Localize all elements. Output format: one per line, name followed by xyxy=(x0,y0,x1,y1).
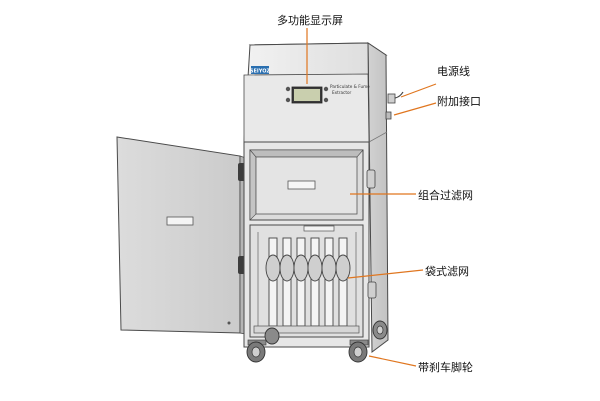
label-aux-port: 附加接口 xyxy=(437,95,481,108)
product-name-line1: Particulate & Fume xyxy=(330,84,370,89)
lcd-screen xyxy=(294,89,320,101)
power-cord-connector xyxy=(387,91,404,104)
panel-button-icon xyxy=(323,86,329,92)
panel-button-icon xyxy=(285,86,291,92)
aux-port-connector xyxy=(385,111,392,120)
label-multifunction-display: 多功能显示屏 xyxy=(277,14,343,27)
brand-badge xyxy=(251,66,269,74)
label-brake-caster: 带刹车脚轮 xyxy=(418,361,473,374)
filter-bags xyxy=(265,237,351,327)
side-latch xyxy=(367,281,377,299)
leader-lines xyxy=(306,28,437,367)
drawer-handle xyxy=(287,180,316,190)
panel-button-icon xyxy=(285,97,291,103)
panel-button-icon xyxy=(323,97,329,103)
control-panel: SEIYOZ Particulate & Fume Extractor xyxy=(243,42,370,144)
leader-line-port xyxy=(393,102,437,116)
product-name-line2: Extractor xyxy=(332,90,352,95)
combination-filter-drawer xyxy=(249,149,364,221)
label-combination-filter: 组合过滤网 xyxy=(418,189,473,202)
side-latch xyxy=(366,169,376,189)
open-door xyxy=(116,136,247,335)
label-bag-filter: 袋式滤网 xyxy=(425,265,469,278)
door-handle xyxy=(166,216,194,226)
door-lock-icon xyxy=(227,321,231,325)
brand-text: SEIYOZ xyxy=(250,68,271,74)
leader-line-caster xyxy=(368,355,417,367)
leader-line-bag-filter xyxy=(347,269,424,279)
bag-filter-compartment xyxy=(249,224,364,338)
caster-wheels xyxy=(246,320,388,363)
leader-line-power xyxy=(400,83,437,98)
cabinet-side-panel xyxy=(367,42,389,353)
label-power-cord: 电源线 xyxy=(437,65,470,78)
